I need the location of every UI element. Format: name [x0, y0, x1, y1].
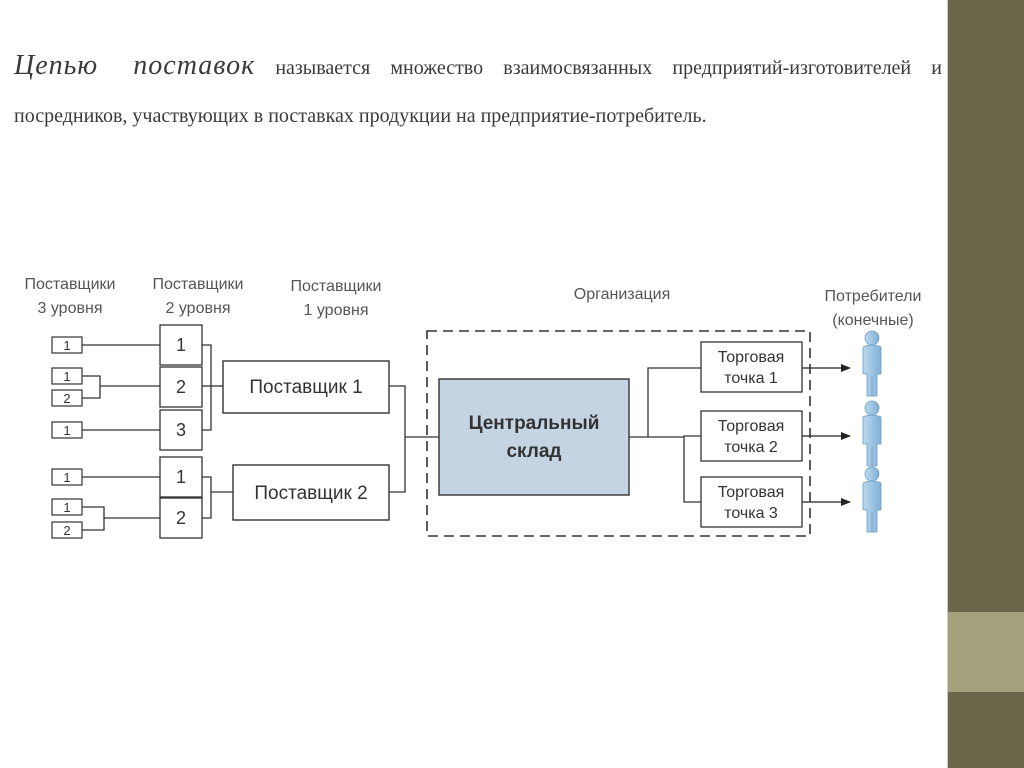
supplier-2-label: Поставщик 2 — [254, 483, 367, 504]
tier3-box: 1 — [51, 498, 83, 516]
supplier-2-box: Поставщик 2 — [232, 464, 390, 521]
tier2-box: 1 — [159, 324, 203, 366]
tier2-box: 2 — [159, 366, 203, 408]
outlet-3-line2: точка 3 — [724, 505, 778, 522]
supply-chain-diagram: Поставщики 3 уровня Поставщики 2 уровня … — [25, 276, 922, 539]
tier2-boxes: 1 2 3 1 2 — [159, 324, 203, 539]
tier1-header-line2: 1 уровня — [304, 302, 369, 319]
tier3-box-label: 1 — [63, 423, 70, 438]
outlet-1-box: Торговая точка 1 — [700, 341, 803, 393]
definition-text: называется множество взаимосвязанных пре… — [14, 57, 942, 127]
organization-header: Организация — [574, 286, 671, 303]
person-icon — [862, 400, 882, 467]
outlet-2-box: Торговая точка 2 — [700, 410, 803, 462]
outlet-3-box: Торговая точка 3 — [700, 476, 803, 528]
supplier-1-label: Поставщик 1 — [249, 377, 362, 398]
definition-paragraph: Цепью поставок называется множество взаи… — [14, 42, 942, 140]
central-warehouse-line1: Центральный — [469, 413, 600, 434]
tier2-box-label: 3 — [176, 420, 186, 440]
tier3-header-line1: Поставщики — [25, 276, 116, 293]
supplier-1-box: Поставщик 1 — [222, 360, 390, 414]
consumers-header-line2: (конечные) — [832, 312, 914, 329]
tier3-header-line2: 3 уровня — [38, 300, 103, 317]
tier3-box: 2 — [51, 521, 83, 539]
person-icon — [862, 466, 882, 533]
tier3-box: 1 — [51, 367, 83, 385]
tier3-box-label: 2 — [63, 523, 70, 538]
tier2-header-line1: Поставщики — [153, 276, 244, 293]
tier2-box-label: 2 — [176, 508, 186, 528]
tier1-header-line1: Поставщики — [291, 278, 382, 295]
tier3-box: 1 — [51, 421, 83, 439]
tier2-box: 3 — [159, 409, 203, 451]
tier3-box: 1 — [51, 468, 83, 486]
outlet-2-line1: Торговая — [718, 418, 785, 435]
definition-term: Цепью поставок — [14, 50, 256, 81]
tier2-box: 2 — [159, 497, 203, 539]
tier2-box-label: 1 — [176, 467, 186, 487]
tier3-box: 1 — [51, 336, 83, 354]
outlet-1-line1: Торговая — [718, 349, 785, 366]
tier3-box-label: 1 — [63, 500, 70, 515]
tier2-box-label: 1 — [176, 335, 186, 355]
tier3-box-label: 1 — [63, 369, 70, 384]
consumers-header-line1: Потребители — [825, 288, 922, 305]
tier2-box: 1 — [159, 456, 203, 498]
tier2-header-line2: 2 уровня — [166, 300, 231, 317]
outlet-3-line1: Торговая — [718, 484, 785, 501]
side-band-accent — [948, 612, 1024, 692]
person-icon — [862, 330, 882, 397]
tier3-box-label: 2 — [63, 391, 70, 406]
outlet-1-line2: точка 1 — [724, 370, 778, 387]
tier3-boxes: 1 1 2 1 1 1 2 — [51, 336, 83, 539]
central-warehouse-box: Центральный склад — [438, 378, 630, 496]
connectors — [82, 344, 701, 531]
central-warehouse-line2: склад — [506, 441, 561, 462]
tier3-box-label: 1 — [63, 338, 70, 353]
tier3-box-label: 1 — [63, 470, 70, 485]
tier3-box: 2 — [51, 389, 83, 407]
tier2-box-label: 2 — [176, 377, 186, 397]
outlet-2-line2: точка 2 — [724, 439, 778, 456]
organization-boundary — [426, 330, 811, 537]
